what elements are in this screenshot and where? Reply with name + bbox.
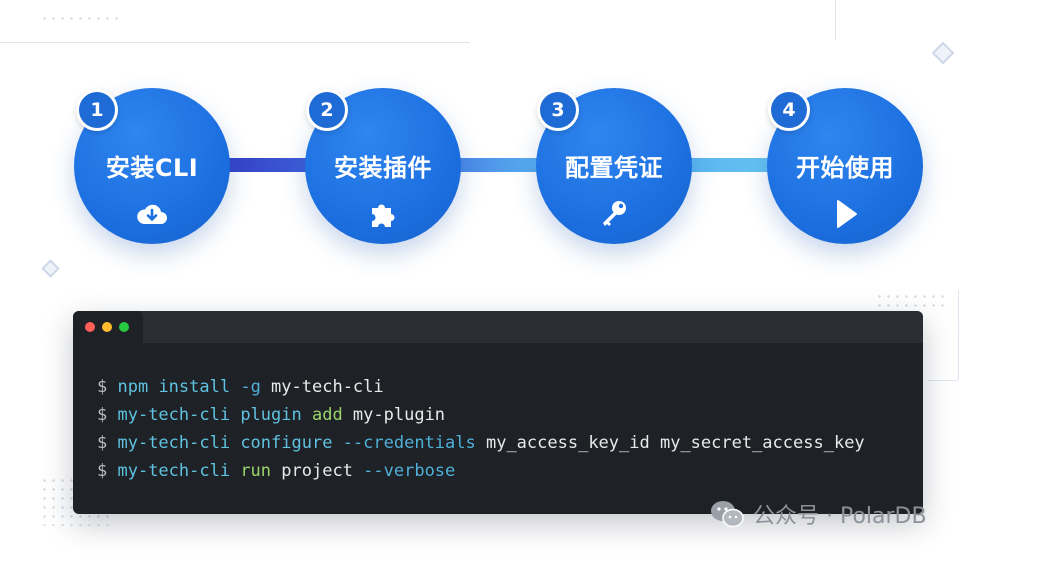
terminal-output[interactable]: $ npm install -g my-tech-cli$ my-tech-cl… [97,373,865,485]
decorative-diamond [41,259,60,278]
play-icon [837,200,857,228]
step-number-badge: 1 [76,89,118,131]
close-button[interactable] [85,322,95,332]
command-token-sub: configure [240,433,343,453]
command-token-prompt: $ [97,405,118,425]
step-number-badge: 2 [306,89,348,131]
maximize-button[interactable] [119,322,129,332]
command-token-prog: my-tech-cli [117,461,241,481]
decorative-line [835,0,837,40]
key-icon [603,201,626,226]
terminal-command-line: $ my-tech-cli configure --credentials my… [97,429,865,457]
command-token-prompt: $ [97,461,118,481]
step-label: 开始使用 [796,154,894,182]
watermark-text: 公众号 · PolarDB [753,504,927,529]
command-token-flag: --credentials [342,433,486,453]
command-token-sub: install [158,377,241,397]
minimize-button[interactable] [102,322,112,332]
command-token-arg: my-plugin [352,405,446,425]
wechat-icon [711,501,744,528]
command-token-sub: plugin [240,405,312,425]
decorative-line [0,42,470,43]
step-connector [226,158,312,172]
terminal-command-line: $ my-tech-cli plugin add my-plugin [97,401,865,429]
terminal-window: $ npm install -g my-tech-cli$ my-tech-cl… [73,311,923,514]
command-token-prog: my-tech-cli [117,405,241,425]
command-token-flag: -g [240,377,272,397]
command-token-arg: my_access_key_id my_secret_access_key [485,433,865,453]
decorative-line [958,290,960,380]
command-token-prog: npm [117,377,159,397]
step-label: 安装插件 [334,154,432,182]
terminal-command-line: $ my-tech-cli run project --verbose [97,457,865,485]
step-connector [456,158,542,172]
command-token-prompt: $ [97,377,118,397]
decorative-line [928,380,958,381]
step-number-badge: 3 [537,89,579,131]
puzzle-icon [372,204,395,227]
decorative-dots [875,292,945,308]
command-token-prompt: $ [97,433,118,453]
terminal-title-bar [73,311,923,343]
decorative-dots [40,14,120,26]
command-token-arg: my-tech-cli [271,377,384,397]
command-token-act: add [311,405,353,425]
step-number-badge: 4 [768,89,810,131]
step-label: 配置凭证 [565,154,663,182]
decorative-diamond [931,41,955,65]
terminal-command-line: $ npm install -g my-tech-cli [97,373,865,401]
command-token-flag: --verbose [363,461,456,481]
command-token-act: run [240,461,282,481]
cloud-download-icon [137,204,167,224]
step-connector [688,158,772,172]
step-label: 安装CLI [105,154,199,182]
watermark: 公众号 · PolarDB [709,498,927,530]
command-token-arg: project [281,461,364,481]
command-token-prog: my-tech-cli [117,433,241,453]
